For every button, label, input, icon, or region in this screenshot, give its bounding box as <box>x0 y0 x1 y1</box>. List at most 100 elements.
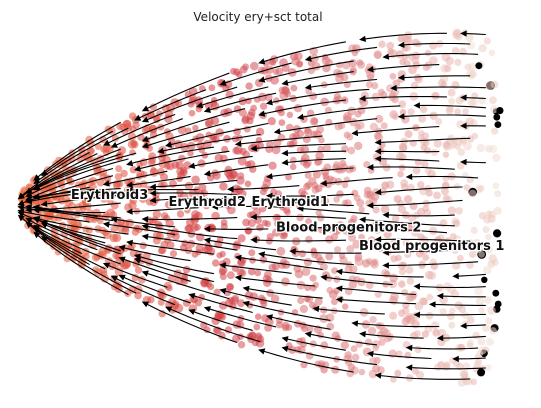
streamline-arrowhead <box>188 162 196 169</box>
cell-point <box>496 107 504 115</box>
streamline-arrowhead <box>25 206 32 214</box>
streamline-arrowhead <box>141 301 150 308</box>
cell-point <box>391 214 400 223</box>
cell-point <box>253 323 261 331</box>
cell-point <box>198 146 206 154</box>
cell-point <box>340 341 349 350</box>
cell-point <box>129 166 138 174</box>
cell-point <box>455 207 463 215</box>
streamline-segment <box>368 352 432 360</box>
streamline-segment <box>205 164 269 175</box>
cell-point <box>268 263 277 272</box>
cell-point <box>448 97 455 105</box>
cell-point <box>62 204 71 213</box>
cell-point <box>465 33 474 42</box>
cell-point <box>429 226 438 235</box>
cell-point <box>462 108 469 116</box>
cell-point <box>250 201 259 210</box>
streamline-segment <box>18 175 114 205</box>
cell-point <box>399 58 406 66</box>
streamline-arrowhead <box>219 262 227 269</box>
streamline-segment <box>368 64 440 71</box>
cell-point <box>400 261 408 269</box>
cell-point <box>219 273 227 281</box>
cell-point <box>205 131 212 138</box>
cell-point <box>473 238 481 247</box>
chart-title: Velocity ery+sct total <box>193 10 322 24</box>
cell-point <box>278 86 286 95</box>
cell-point <box>320 97 329 107</box>
streamline-arrowhead <box>234 274 242 282</box>
cell-point <box>169 179 177 188</box>
streamline-arrowhead <box>203 170 211 177</box>
cell-point <box>114 173 123 181</box>
cell-point <box>374 290 382 298</box>
cell-point <box>376 322 385 331</box>
cell-point <box>454 108 462 116</box>
cell-point <box>369 357 377 365</box>
cell-point <box>259 102 268 111</box>
streamline-arrowhead <box>32 207 40 214</box>
streamline-segment <box>18 215 83 254</box>
streamline-segment <box>282 158 347 164</box>
cell-point <box>350 215 358 222</box>
cell-point <box>485 246 493 254</box>
streamline-arrowhead <box>25 187 33 194</box>
streamline-arrowhead <box>397 113 405 120</box>
cell-point <box>493 229 502 238</box>
cell-point <box>213 288 221 296</box>
cell-point <box>372 344 380 352</box>
streamline-segment <box>282 347 378 366</box>
streamline-arrowhead <box>250 236 257 244</box>
streamline-segment <box>205 92 277 112</box>
streamline-segment <box>267 193 354 197</box>
streamline-segment <box>34 121 121 181</box>
cell-point <box>383 230 392 239</box>
streamline-arrowhead <box>366 164 374 171</box>
cell-point <box>447 312 455 321</box>
cell-point <box>373 50 382 59</box>
cell-point <box>477 337 486 346</box>
cell-point <box>166 241 175 250</box>
cell-point <box>305 235 313 244</box>
cell-point <box>116 122 124 131</box>
cell-point <box>106 208 116 218</box>
cluster-label: Erythroid3 <box>71 188 148 203</box>
cell-point <box>394 369 402 377</box>
cell-point <box>303 128 313 137</box>
cell-point <box>282 206 291 214</box>
streamline-segment <box>34 225 121 265</box>
cell-point <box>152 210 161 219</box>
streamline-arrowhead <box>141 116 149 123</box>
cell-point <box>249 256 256 264</box>
cell-point <box>455 96 464 105</box>
streamline-segment <box>337 287 417 296</box>
streamline-arrowhead <box>102 262 111 269</box>
streamline-segment <box>127 207 199 213</box>
cell-point <box>242 218 251 227</box>
streamline-segment <box>368 199 463 207</box>
streamline-segment <box>228 185 300 190</box>
cell-point <box>185 127 192 134</box>
streamline-arrowhead <box>219 288 227 295</box>
cell-point <box>352 44 361 53</box>
cell-point <box>421 330 429 338</box>
cell-point <box>312 281 319 289</box>
streamline-segment <box>135 150 230 171</box>
cell-point <box>493 113 501 121</box>
cell-point <box>491 258 499 266</box>
cell-point <box>214 153 223 163</box>
streamline-arrowhead <box>320 274 328 281</box>
streamline-segment <box>352 126 440 134</box>
cell-point <box>160 173 168 182</box>
streamline-arrowhead <box>452 355 459 363</box>
cell-point <box>224 326 232 334</box>
cell-point <box>469 98 479 107</box>
cell-point <box>492 289 500 297</box>
cell-point <box>376 244 384 252</box>
cell-point <box>192 124 199 132</box>
streamline-segment <box>104 223 176 236</box>
cell-point <box>322 143 331 153</box>
cell-point <box>208 84 216 92</box>
